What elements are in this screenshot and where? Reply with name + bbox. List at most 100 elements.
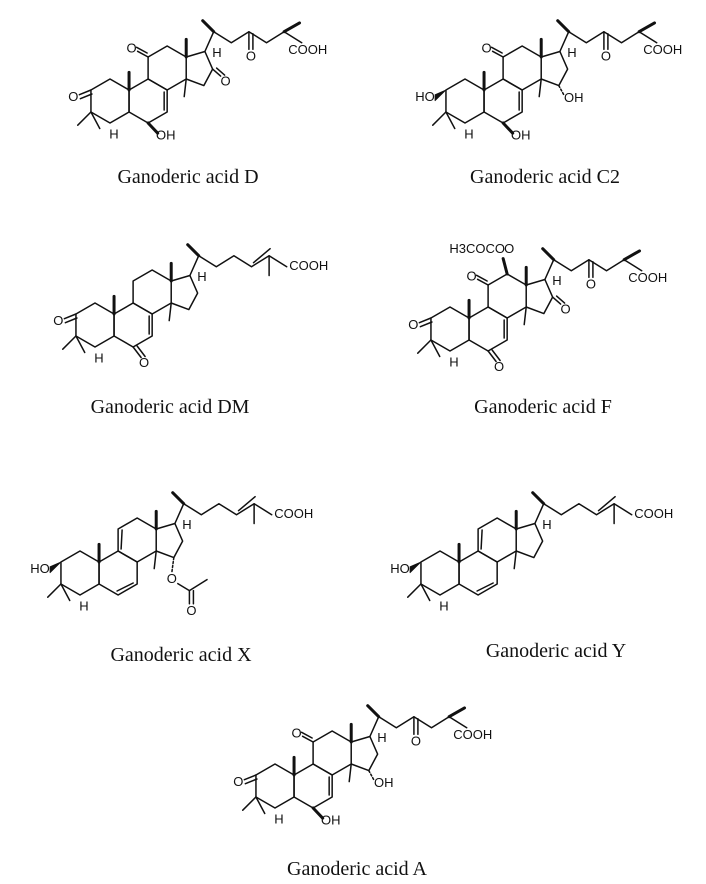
label-cooh: COOH [274,506,313,521]
label-h-c17: H [552,273,561,288]
ring-a [430,306,470,352]
carbonyl-c11 [301,735,314,743]
label-h-c5: H [274,811,283,826]
methyl-c4a [46,583,62,598]
ring-d [515,522,544,559]
methyl-c4a [76,111,92,126]
ring-a [255,763,295,809]
label-oh-c7: OH [156,128,176,143]
label-h-c5: H [79,598,88,613]
ring-b [98,550,138,596]
ring-c [477,517,517,563]
label-o-c3: O [408,317,418,332]
label-o-c23: O [246,48,256,63]
side-chain-c20 [534,502,545,525]
carbonyl-c3b [79,93,93,100]
double-bond-c24 [237,495,256,512]
ring-d [155,522,184,559]
carbonyl-c7 [132,346,142,359]
methyl-c14 [513,550,517,570]
carbonyl-c7b [491,349,501,362]
carbonyl-c3 [243,774,257,781]
ring-c [487,273,527,319]
ring-a [420,550,460,596]
label-h-c5: H [439,598,448,613]
ring-d [170,274,199,311]
carbonyl-c3b [419,321,433,328]
carbonyl-c11b [135,46,148,54]
carbonyl-c15 [211,68,222,77]
ring-c [502,45,542,91]
label-h-c17: H [212,45,221,60]
label-cooh: COOH [634,506,673,521]
ring-d [185,50,214,87]
carbonyl-c7b [136,345,146,358]
label-o-c15: O [221,74,231,89]
ring-d [350,735,379,772]
label-h-c5: H [94,350,103,365]
carbonyl-c15b [555,295,566,304]
caption-ganoderic-acid-y: Ganoderic acid Y [485,640,627,662]
label-h-c17: H [542,517,551,532]
bond-c7-oh [311,806,325,820]
label-cooh: COOH [289,258,328,273]
caption-ganoderic-acid-f: Ganoderic acid F [474,396,612,418]
bond-acetyl-me [188,578,208,592]
carbonyl-c15 [551,296,562,305]
label-cooh: COOH [628,270,667,285]
label-h-c5: H [449,354,458,369]
label-o-c11: O [127,41,137,56]
label-ho-c3: HO [30,561,50,576]
label-o-c3: O [53,313,63,328]
methyl-c4b [75,335,86,354]
ring-c [147,45,187,91]
methyl-c14 [153,550,157,570]
methyl-c27 [637,21,657,34]
label-acetoxy: H3COCO [449,241,505,256]
double-bond-c24 [597,495,616,512]
label-o-c3: O [68,89,78,104]
double-bond-11 [120,529,123,550]
carbonyl-c7 [487,350,497,363]
caption-ganoderic-acid-a: Ganoderic acid A [287,858,427,880]
structure-ganoderic-acid-dm: O H O H COOH [53,243,328,370]
carbonyl-c15b [215,67,226,76]
methyl-c4a [431,111,447,126]
caption-ganoderic-acid-dm: Ganoderic acid DM [90,396,250,418]
ring-a [90,78,130,124]
methyl-c27 [282,21,302,34]
wedge-c3 [434,89,447,102]
carbonyl-c3 [63,313,77,320]
label-o-acetyl: O [186,603,196,618]
side-chain-c20 [204,30,215,53]
label-cooh: COOH [453,727,492,742]
ring-b [113,302,153,348]
label-h-c17: H [197,269,206,284]
carbonyl-c3 [418,317,432,324]
bond-ester [177,582,191,592]
methyl-c21 [556,19,571,34]
methyl-c21 [531,491,546,506]
label-o-c7: O [139,355,149,370]
side-chain-c20 [544,258,555,281]
methyl-c27 [622,249,642,262]
methyl-c21 [171,491,186,506]
caption-ganoderic-acid-d: Ganoderic acid D [117,166,259,188]
caption-ganoderic-acid-x: Ganoderic acid X [110,644,252,666]
methyl-c4b [445,111,456,130]
methyl-c21 [541,247,556,262]
carbonyl-c11 [476,278,489,286]
methyl-c14 [168,302,172,322]
methyl-c21 [186,243,201,258]
carbonyl-c11b [300,731,313,739]
wedge-c3 [409,561,422,574]
ring-c [132,269,172,315]
carbonyl-c3b [64,317,78,324]
carbonyl-c11 [136,50,149,58]
methyl-c14 [183,78,187,98]
methyl-c14 [348,763,352,783]
label-ho-c3: HO [415,89,435,104]
